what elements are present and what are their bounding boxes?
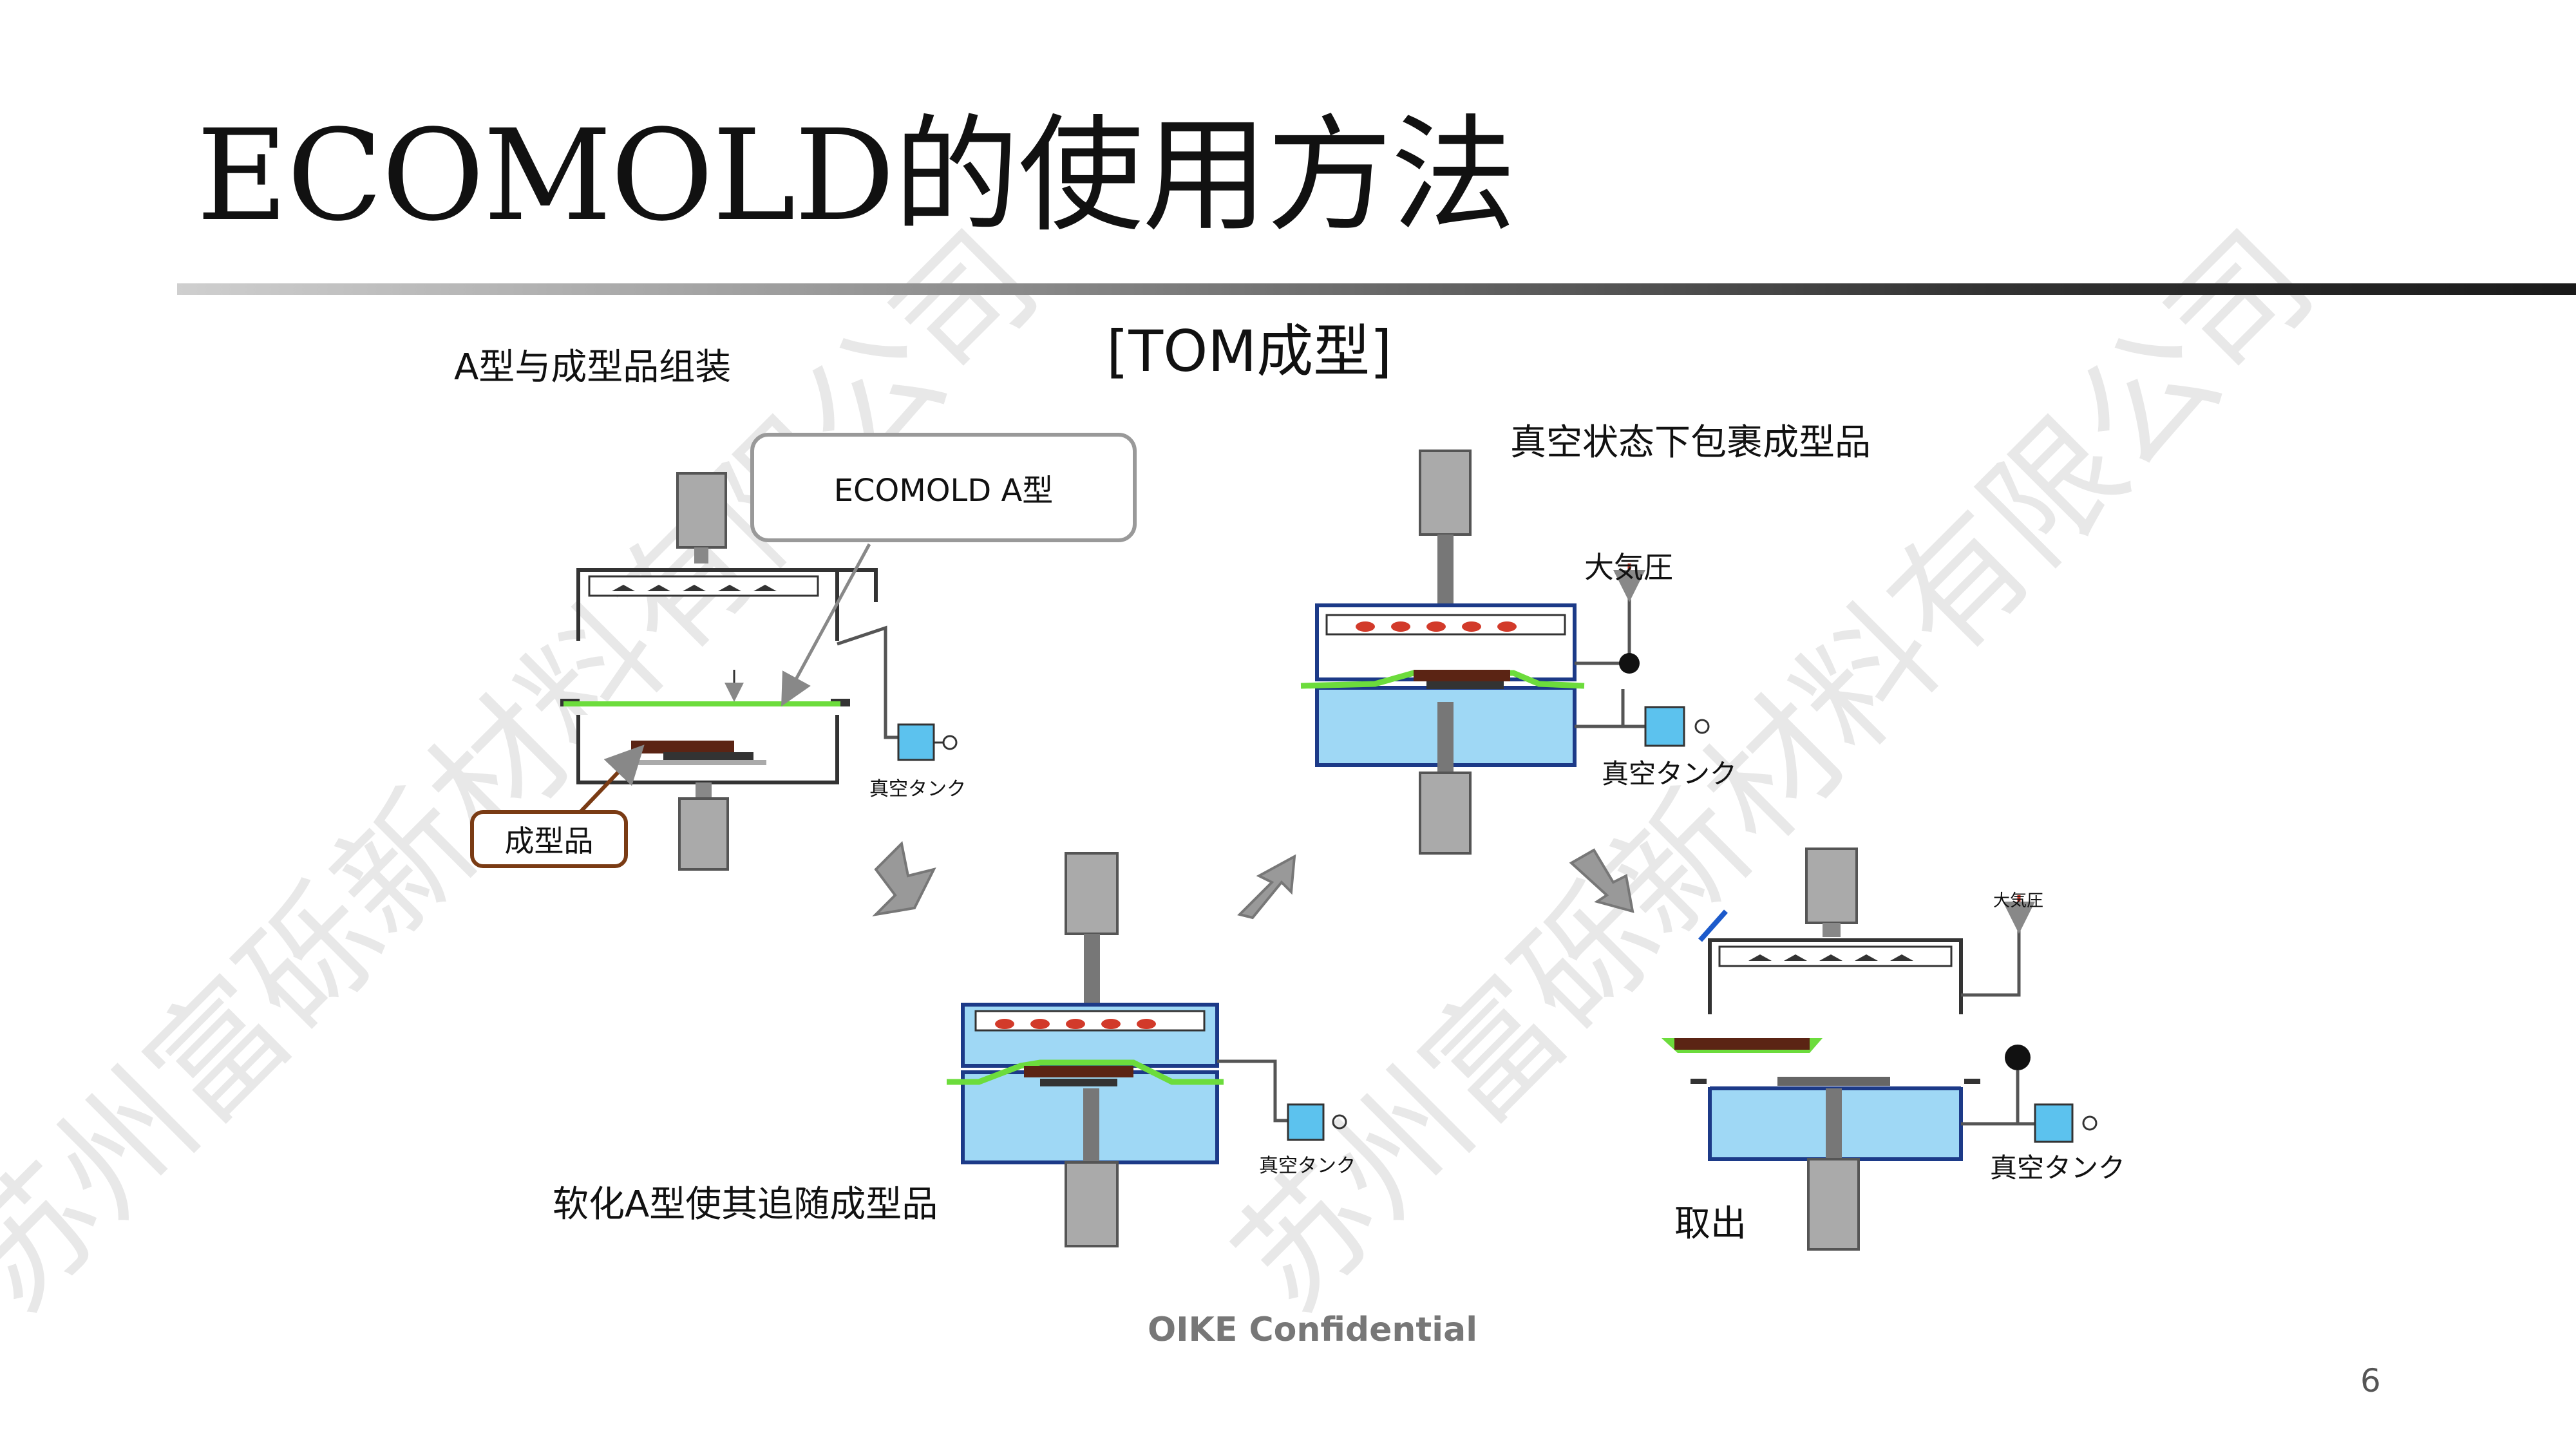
step4-label: 取出 [1674,1203,1747,1245]
subtitle: [TOM成型] [1106,318,1392,384]
title-divider [177,283,2576,295]
diagram-step4 [1662,848,2098,1251]
diagram-step3 [1300,450,1710,855]
step3-label: 真空状态下包裹成型品 [1510,422,1871,464]
diagram-step1 [560,472,958,871]
molded-part-callout: 成型品 [470,810,628,868]
vacuum-tank-label-4: 真空タンク [1990,1152,2126,1184]
page-number: 6 [2360,1362,2381,1399]
step2-label: 软化A型使其追随成型品 [553,1184,938,1226]
ecomold-callout: ECOMOLD A型 [750,433,1137,542]
vacuum-tank-label-1: 真空タンク [869,778,966,800]
page-title: ECOMOLD的使用方法 [196,102,1517,249]
confidential-footer: OIKE Confidential [1148,1311,1478,1349]
vacuum-tank-label-2: 真空タンク [1259,1155,1356,1177]
atmospheric-pressure-label-2: 大気圧 [1993,891,2044,911]
step1-label: A型与成型品组装 [454,346,732,388]
diagram-step2 [947,852,1347,1247]
atmospheric-pressure-label-1: 大気圧 [1584,550,1673,585]
vacuum-tank-label-3: 真空タンク [1602,758,1738,790]
